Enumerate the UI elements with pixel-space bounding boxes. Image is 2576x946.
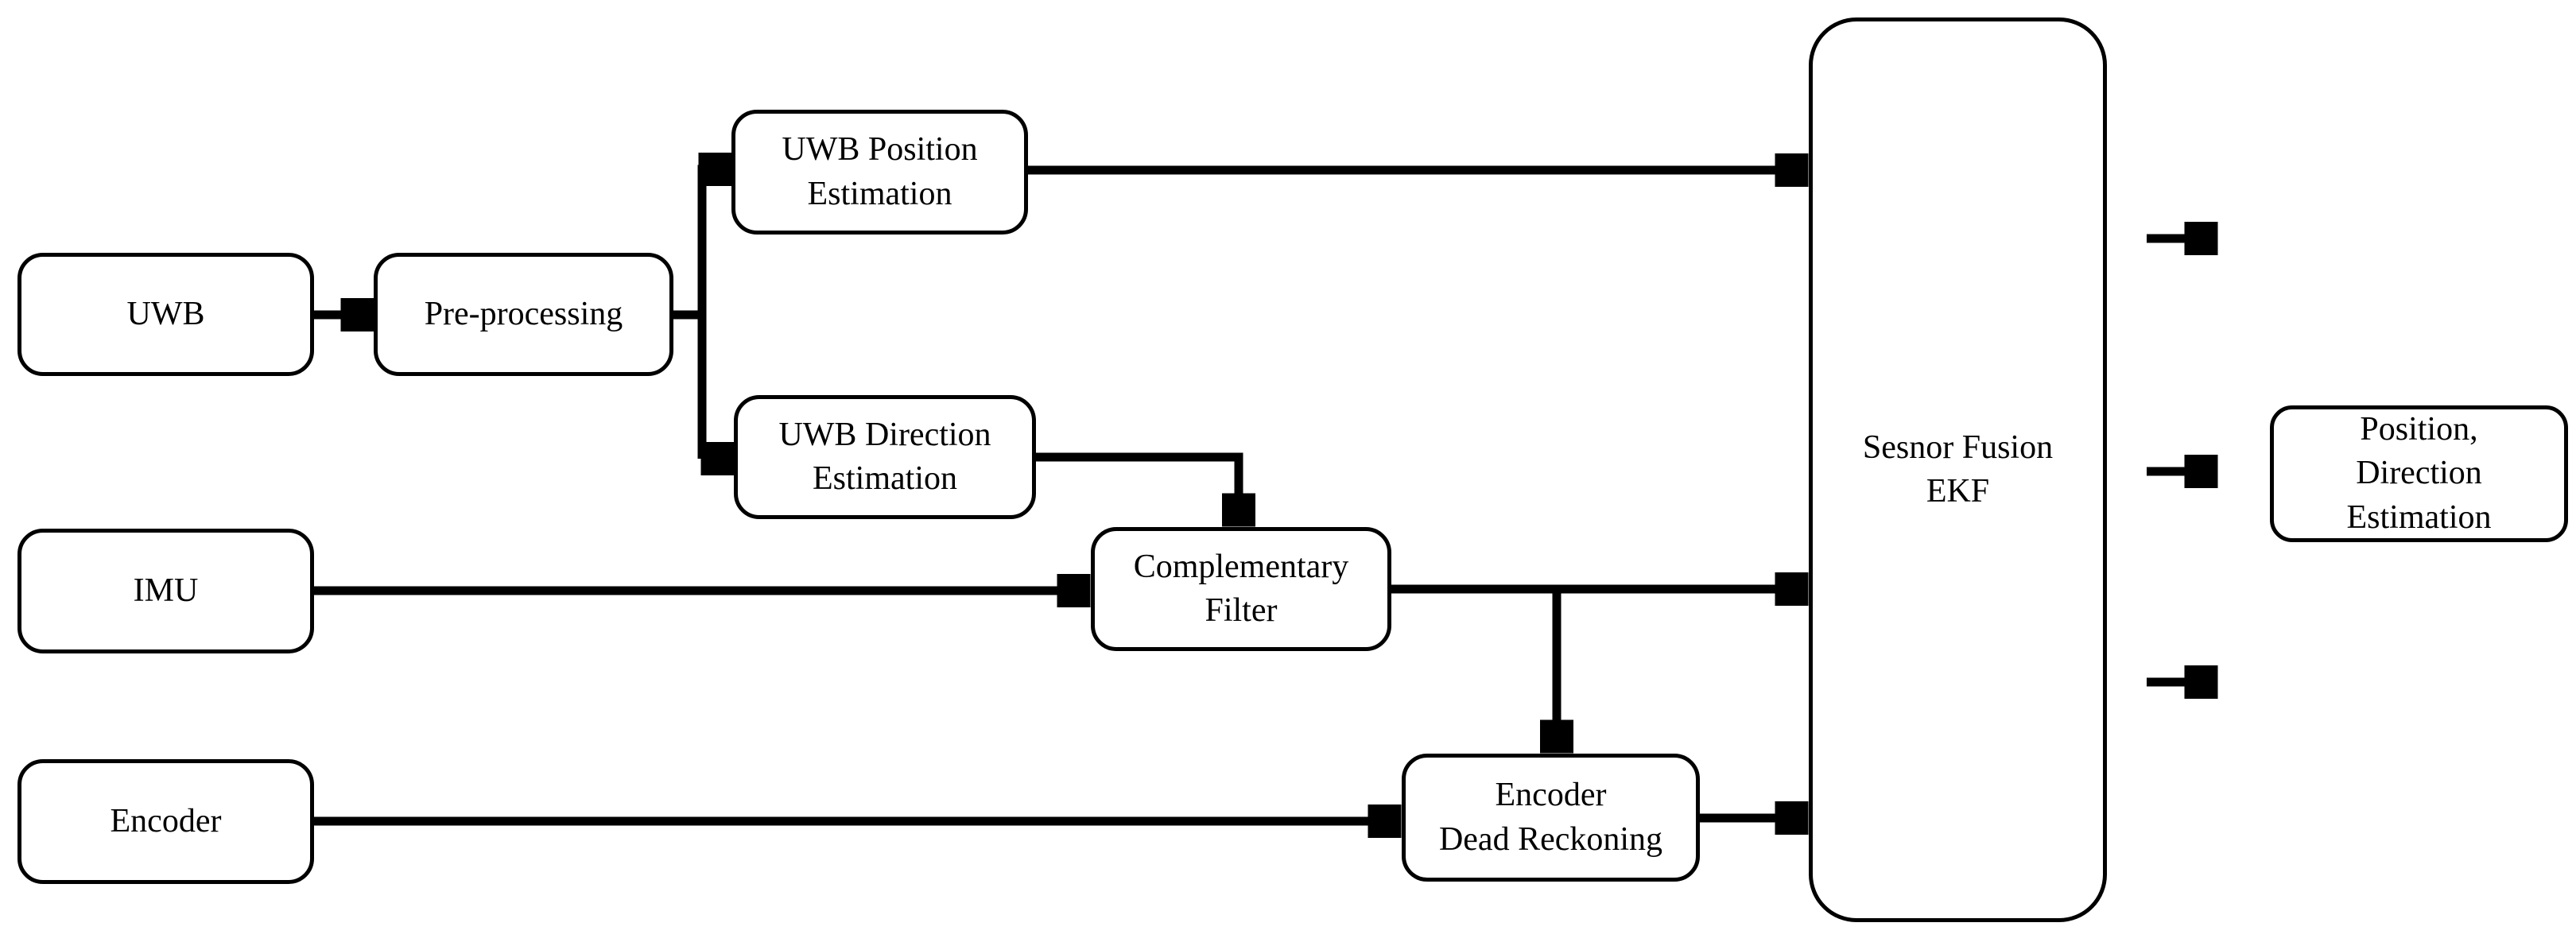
node-imu: IMU — [17, 529, 314, 653]
node-encoder-label: Encoder — [110, 802, 222, 839]
node-uwb-position-estimation-label: UWB Position Estimation — [782, 131, 978, 212]
node-encoder-dead-reckoning-label: Encoder Dead Reckoning — [1438, 777, 1663, 858]
node-preprocessing-label: Pre-processing — [424, 295, 623, 332]
edge-uwb-direction-to-complementary-filter — [1036, 452, 1239, 517]
node-imu-label: IMU — [133, 572, 199, 609]
node-uwb: UWB — [17, 253, 314, 376]
edge-branch-to-uwb-position — [697, 169, 722, 459]
node-uwb-position-estimation: UWB Position Estimation — [731, 110, 1028, 235]
node-uwb-label: UWB — [126, 295, 205, 332]
node-encoder: Encoder — [17, 759, 314, 884]
node-uwb-direction-estimation-label: UWB Direction Estimation — [778, 416, 991, 497]
node-complementary-filter-label: Complementary Filter — [1133, 548, 1349, 629]
node-preprocessing: Pre-processing — [374, 253, 673, 376]
node-position-direction-estimation: Position, Direction Estimation — [2270, 405, 2568, 542]
node-complementary-filter: Complementary Filter — [1091, 527, 1391, 651]
node-position-direction-estimation-label: Position, Direction Estimation — [2346, 410, 2492, 536]
node-sensor-fusion-ekf: Sesnor Fusion EKF — [1809, 17, 2107, 922]
node-sensor-fusion-ekf-label: Sesnor Fusion EKF — [1862, 428, 2054, 510]
node-encoder-dead-reckoning: Encoder Dead Reckoning — [1402, 754, 1700, 882]
node-uwb-direction-estimation: UWB Direction Estimation — [734, 395, 1036, 519]
